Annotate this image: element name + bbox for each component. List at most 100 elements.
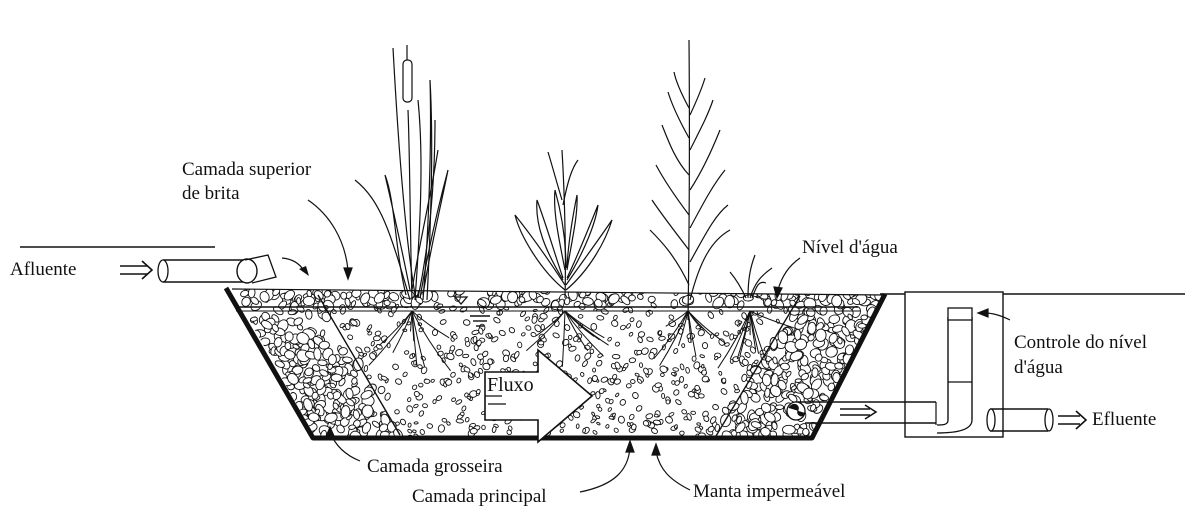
efluente-arrow-icon bbox=[1058, 411, 1086, 429]
gravel-stone bbox=[578, 314, 583, 318]
gravel-stone bbox=[455, 399, 463, 405]
camada-superior-label-line2: de brita bbox=[182, 182, 240, 206]
gravel-stone bbox=[718, 371, 722, 376]
gravel-stone bbox=[679, 376, 683, 382]
gravel-stone bbox=[465, 417, 470, 423]
gravel-stone bbox=[303, 296, 314, 305]
gravel-stone bbox=[564, 297, 570, 305]
gravel-stone bbox=[635, 373, 640, 377]
controle-label-line1: Controle do nível bbox=[1014, 331, 1147, 355]
gravel-stone bbox=[524, 316, 530, 322]
gravel-stone bbox=[698, 393, 704, 398]
gravel-stone bbox=[432, 399, 436, 404]
gravel-stone bbox=[364, 346, 371, 353]
gravel-stone bbox=[649, 352, 655, 359]
gravel-stone bbox=[596, 422, 600, 425]
gravel-stone bbox=[607, 337, 612, 342]
gravel-stone bbox=[503, 355, 510, 363]
gravel-stone bbox=[672, 381, 675, 385]
gravel-stone bbox=[459, 362, 463, 367]
gravel-stone bbox=[507, 291, 518, 303]
gravel-stone bbox=[659, 365, 669, 374]
gravel-stone bbox=[702, 342, 708, 349]
gravel-stone bbox=[430, 379, 435, 383]
gravel-stone bbox=[595, 359, 603, 367]
gravel-stone bbox=[654, 414, 658, 417]
gravel-stone bbox=[681, 409, 687, 415]
gravel-stone bbox=[858, 324, 866, 329]
gravel-stone bbox=[470, 358, 477, 366]
gravel-stone bbox=[590, 349, 594, 354]
gravel-stone bbox=[285, 332, 293, 342]
gravel-stone bbox=[605, 424, 609, 429]
gravel-stone bbox=[592, 375, 597, 381]
gravel-stone bbox=[419, 383, 424, 387]
plant-reed bbox=[650, 40, 730, 320]
gravel-stone bbox=[738, 321, 742, 323]
camada-superior-label-line1: Camada superior bbox=[182, 158, 311, 182]
gravel-stone bbox=[701, 364, 704, 368]
gravel-stone bbox=[451, 397, 456, 402]
gravel-stone bbox=[413, 404, 419, 409]
gravel-stone bbox=[722, 378, 727, 383]
gravel-stone bbox=[407, 397, 411, 402]
gravel-stone bbox=[422, 403, 428, 408]
gravel-stone bbox=[612, 354, 620, 359]
gravel-stone bbox=[530, 332, 536, 338]
gravel-stone bbox=[697, 423, 701, 426]
gravel-stone bbox=[404, 350, 409, 354]
gravel-stone bbox=[646, 336, 654, 342]
gravel-stone bbox=[638, 331, 646, 338]
gravel-stone bbox=[394, 409, 399, 414]
gravel-stone bbox=[764, 388, 770, 398]
gravel-stone bbox=[645, 413, 653, 420]
gravel-stone bbox=[462, 354, 469, 358]
gravel-stone bbox=[446, 421, 451, 426]
gravel-stone bbox=[395, 422, 399, 426]
gravel-stone bbox=[436, 395, 443, 402]
gravel-stone bbox=[620, 324, 627, 330]
gravel-stone bbox=[630, 379, 635, 384]
gravel-stone bbox=[465, 337, 469, 342]
gravel-stone bbox=[664, 415, 674, 424]
leader-manta bbox=[656, 452, 690, 490]
gravel-stone bbox=[629, 317, 634, 323]
gravel-stone bbox=[784, 307, 788, 313]
gravel-stone bbox=[581, 360, 588, 368]
gravel-stone bbox=[533, 362, 538, 367]
plants bbox=[355, 40, 772, 320]
gravel-stone bbox=[720, 387, 728, 395]
gravel-stone bbox=[692, 356, 696, 361]
gravel-stone bbox=[613, 427, 619, 433]
leader-nivel-agua bbox=[778, 258, 800, 290]
gravel-stone bbox=[691, 411, 696, 415]
gravel-stone bbox=[668, 314, 675, 320]
root-strand bbox=[565, 311, 604, 338]
gravel-stone bbox=[367, 324, 372, 330]
gravel-stone bbox=[384, 392, 391, 401]
gravel-stone bbox=[648, 296, 656, 303]
gravel-stone bbox=[707, 311, 715, 320]
gravel-stone bbox=[683, 384, 688, 389]
gravel-stone bbox=[794, 329, 801, 340]
gravel-stone bbox=[449, 305, 457, 311]
gravel-stone bbox=[802, 428, 809, 436]
gravel-stone bbox=[722, 330, 730, 337]
camada-principal-label: Camada principal bbox=[412, 485, 547, 509]
gravel-stone bbox=[668, 412, 674, 417]
gravel-stone bbox=[406, 405, 414, 414]
gravel-stone bbox=[607, 407, 612, 412]
gravel-stone bbox=[629, 358, 636, 364]
gravel-stone bbox=[297, 298, 301, 305]
gravel-stone bbox=[493, 316, 501, 324]
gravel-stone bbox=[426, 423, 433, 429]
gravel-stone bbox=[685, 367, 690, 373]
root-strand bbox=[393, 311, 412, 353]
gravel-stone bbox=[596, 315, 604, 321]
efluente-label: Efluente bbox=[1092, 408, 1156, 432]
gravel-stone bbox=[819, 394, 829, 401]
gravel-stone bbox=[733, 384, 739, 391]
gravel-stone bbox=[635, 405, 643, 413]
gravel-stone bbox=[525, 325, 532, 331]
gravel-stone bbox=[628, 414, 635, 421]
